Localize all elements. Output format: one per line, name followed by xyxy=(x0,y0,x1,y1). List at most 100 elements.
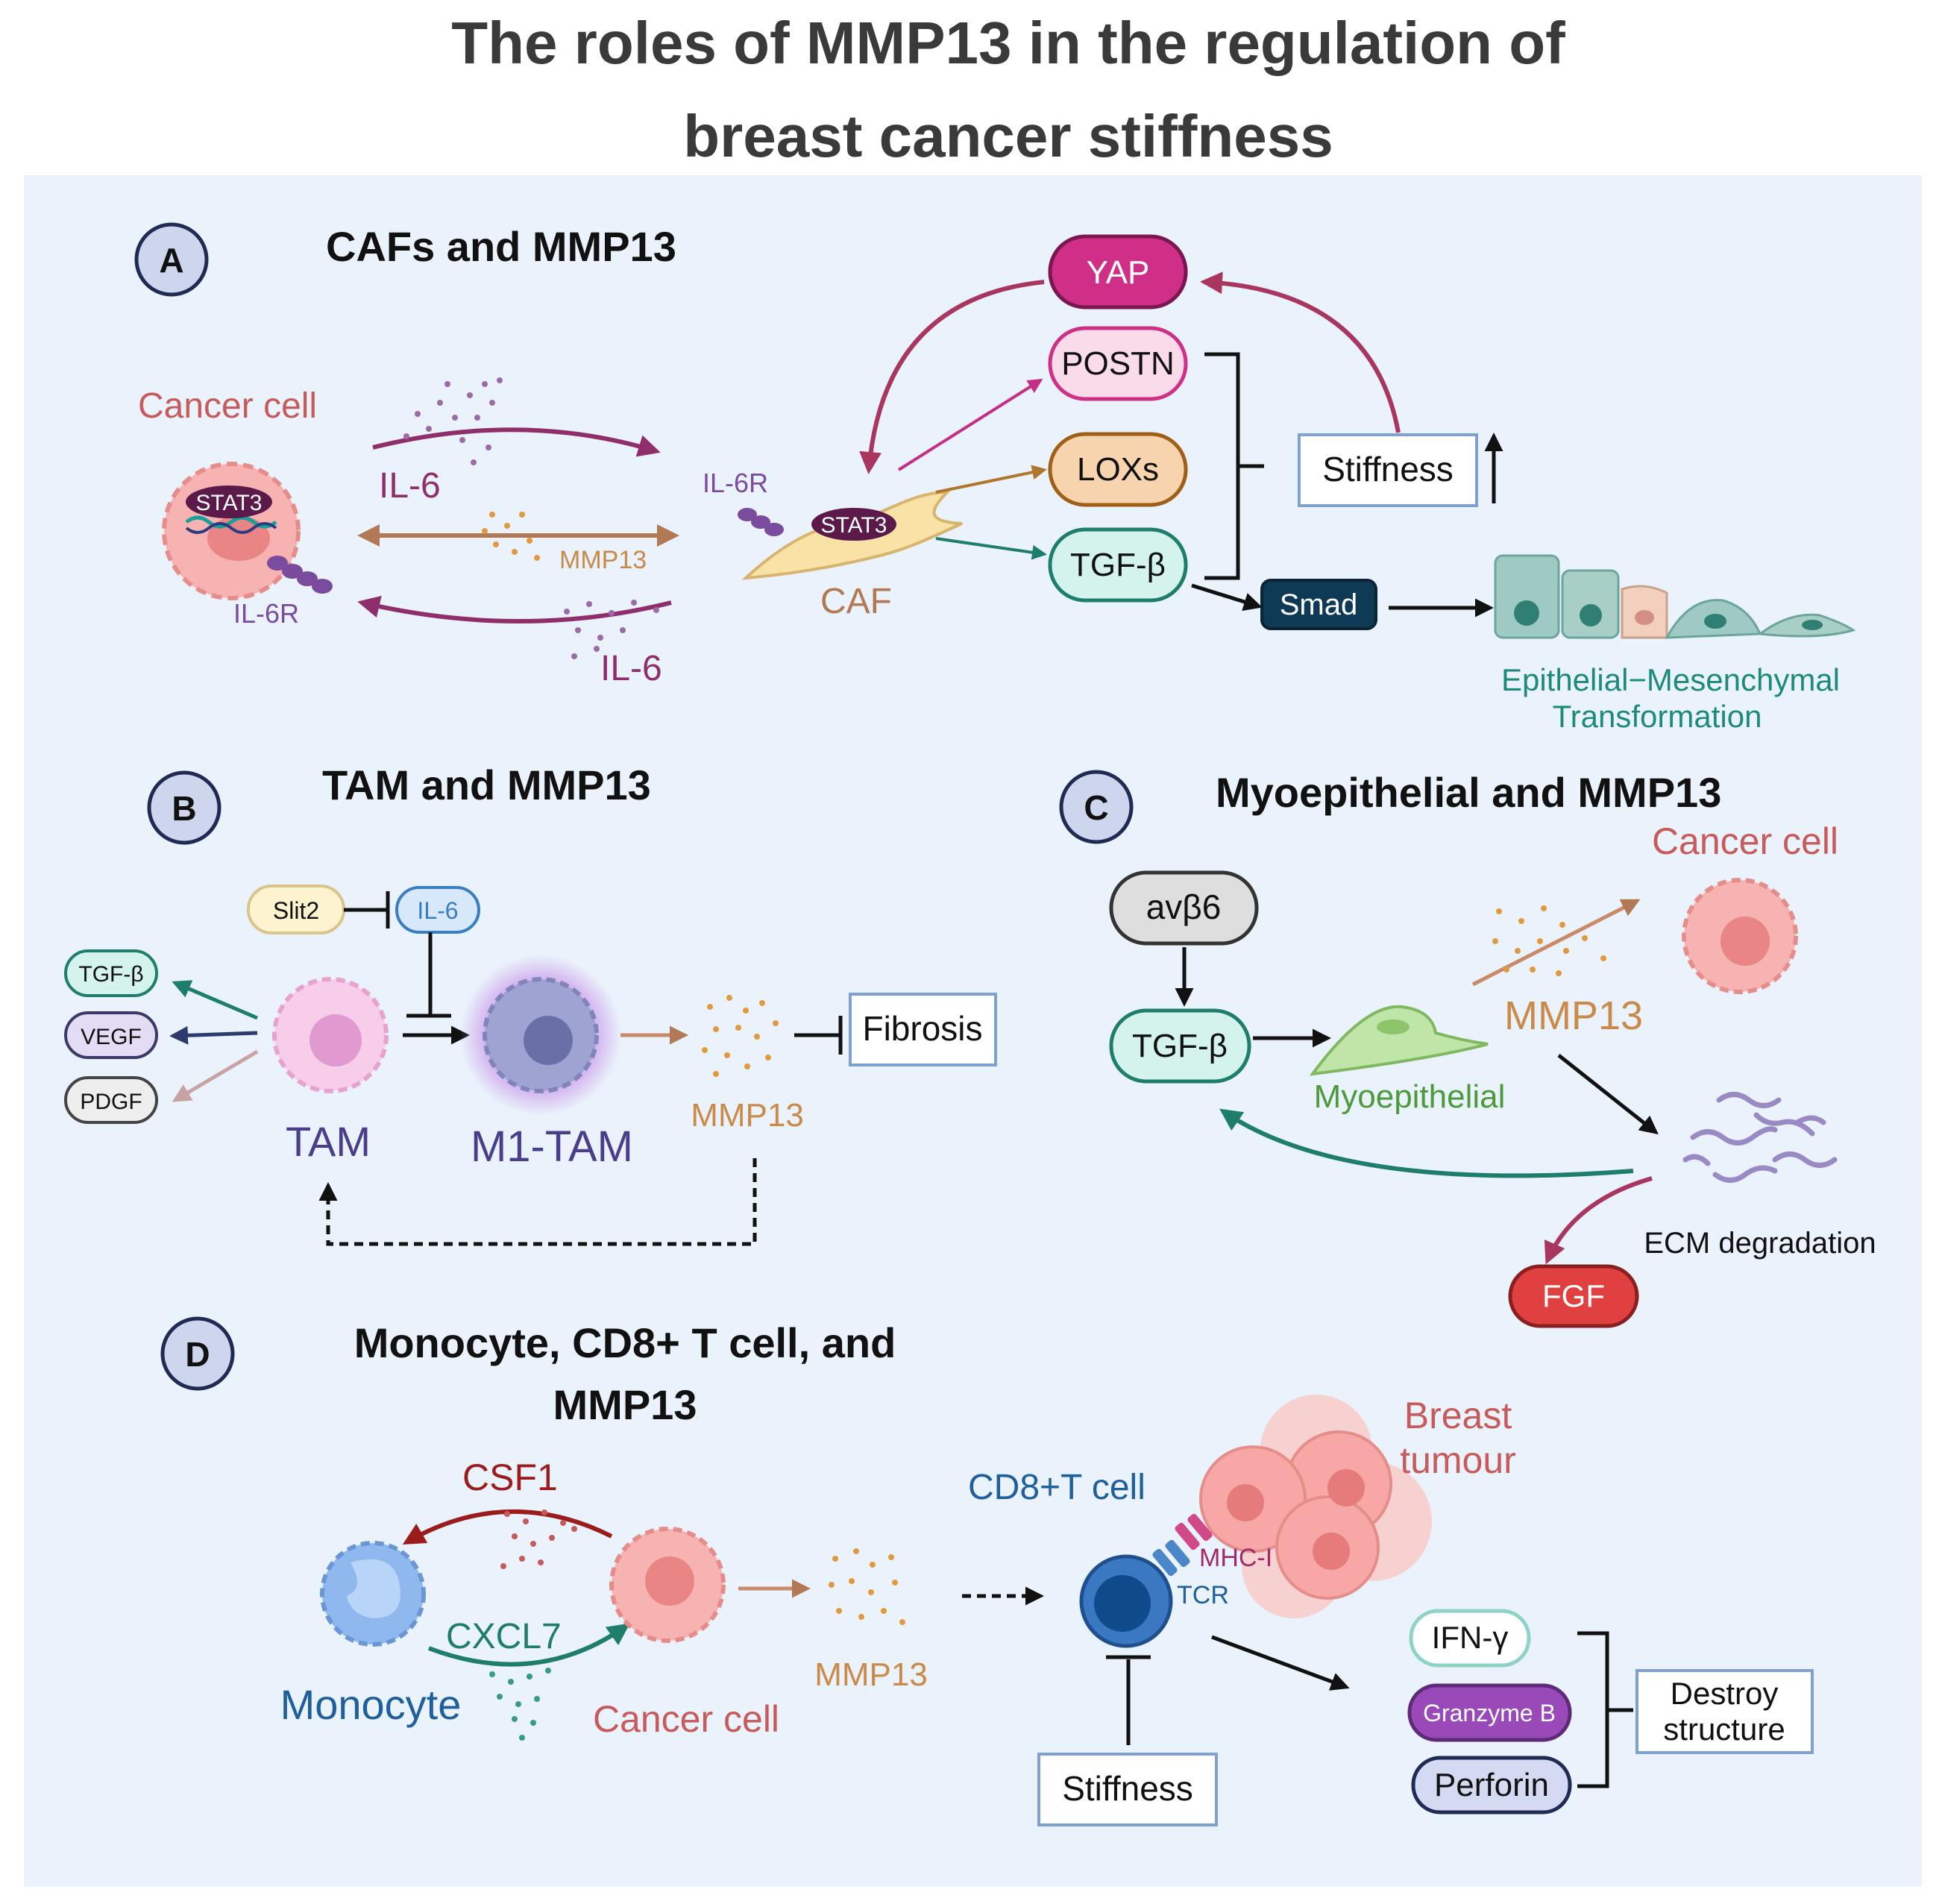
cxcl7-label: CXCL7 xyxy=(446,1617,562,1656)
mmp13-label-a: MMP13 xyxy=(559,546,647,574)
panel-d-title-line2: MMP13 xyxy=(553,1381,697,1428)
myo-to-ecm-arrow xyxy=(1557,1054,1659,1135)
badge-b-label: B xyxy=(172,789,196,828)
il6-arrow-bottom xyxy=(357,595,672,623)
vegf-label: VEGF xyxy=(81,1025,142,1049)
tgfb-label-a: TGF-β xyxy=(1070,547,1166,583)
tgfb-pill-a xyxy=(1048,527,1188,603)
postn-label: POSTN xyxy=(1061,345,1175,382)
tcr-mhc-icon xyxy=(1152,1513,1213,1577)
tgfb-label-c: TGF-β xyxy=(1132,1028,1228,1064)
badge-c xyxy=(1059,770,1134,844)
cancer-cell-label-c: Cancer cell xyxy=(1652,820,1838,862)
pdgf-pill xyxy=(64,1076,158,1124)
stiffness-inhibit-tcell xyxy=(1106,1655,1151,1745)
monocyte-nucleus xyxy=(347,1559,400,1618)
panel-a-title: CAFs and MMP13 xyxy=(326,223,676,270)
mmp13-inhibit-fibrosis xyxy=(794,1016,843,1055)
avb6-label: avβ6 xyxy=(1146,887,1222,926)
caf-label: CAF xyxy=(820,582,892,621)
postn-pill xyxy=(1048,326,1188,401)
il6-label-b: IL-6 xyxy=(417,897,458,924)
caf-to-loxs-arrow xyxy=(935,465,1047,494)
myoepithelial-cell xyxy=(1309,1005,1489,1076)
tcell-to-effectors-arrow xyxy=(1211,1635,1350,1691)
dna-helix-strand-icon xyxy=(185,522,277,534)
ecm-to-tgfb-arrow xyxy=(1219,1108,1634,1178)
yap-to-caf-arrow xyxy=(859,280,1045,474)
tgfb-pill-b xyxy=(64,949,158,997)
avb6-pill xyxy=(1109,870,1259,946)
caf-to-tgfb-arrow xyxy=(935,537,1047,560)
ifn-pill xyxy=(1409,1609,1531,1668)
il6r-receptor-icon xyxy=(267,556,333,594)
stat3-label-cancer: STAT3 xyxy=(196,491,263,515)
csf1-particles xyxy=(500,1509,577,1569)
stiffness-box-d xyxy=(1037,1753,1218,1826)
tumour-label-line1: Breast xyxy=(1404,1395,1512,1436)
stiffness-label-a: Stiffness xyxy=(1322,450,1454,488)
panel-c: C Myoepithelial and MMP13 avβ6 TGF-β Myo… xyxy=(1059,769,1876,1328)
il6-particles-bottom xyxy=(564,600,659,659)
m1tam-label: M1-TAM xyxy=(471,1122,633,1171)
stiffness-box-a xyxy=(1298,433,1478,507)
bracket-a xyxy=(1204,352,1264,580)
tgfb-label-b: TGF-β xyxy=(78,962,143,987)
destroy-label-line2: structure xyxy=(1663,1712,1785,1747)
stiffness-label-d: Stiffness xyxy=(1062,1769,1193,1808)
m1tam-nucleus xyxy=(524,1016,573,1065)
cd8-label: CD8+T cell xyxy=(968,1468,1146,1507)
il6-label-bottom: IL-6 xyxy=(600,649,662,688)
tgfb-to-smad-arrow xyxy=(1191,583,1263,611)
mmp13-particles-a xyxy=(482,512,540,561)
il6-arrow-top xyxy=(372,427,661,457)
granzyme-pill xyxy=(1407,1683,1572,1742)
badge-c-label: C xyxy=(1084,788,1108,827)
smad-label: Smad xyxy=(1280,588,1358,621)
tgfb-pill-c xyxy=(1109,1008,1251,1084)
tam-to-vegf-arrow xyxy=(169,1025,258,1045)
pdgf-label: PDGF xyxy=(80,1090,142,1114)
tam-to-tgfb-arrow xyxy=(172,980,258,1020)
il6r-receptor-caf-icon xyxy=(738,508,784,536)
panel-b-title: TAM and MMP13 xyxy=(322,761,651,808)
il6-inhibit-m1 xyxy=(406,932,451,1018)
tam-label: TAM xyxy=(286,1118,371,1165)
il6-label-top: IL-6 xyxy=(379,466,441,506)
il6r-label-caf: IL-6R xyxy=(703,468,768,498)
tumour-label-line2: tumour xyxy=(1400,1439,1516,1481)
badge-d xyxy=(160,1316,235,1391)
myo-nucleus xyxy=(1377,1019,1410,1034)
myoepithelial-label: Myoepithelial xyxy=(1314,1078,1506,1115)
slit2-inhibit-il6 xyxy=(344,891,390,929)
badge-b xyxy=(147,770,221,845)
smad-box xyxy=(1260,579,1377,630)
il6-pill-b xyxy=(395,886,480,934)
granzyme-label: Granzyme B xyxy=(1423,1700,1556,1727)
mmp13-feedback-dashed xyxy=(318,1158,757,1246)
mmp13-particles-d xyxy=(829,1548,905,1625)
panel-d-title-line1: Monocyte, CD8+ T cell, and xyxy=(354,1319,896,1366)
vegf-pill xyxy=(64,1011,158,1059)
slit2-label: Slit2 xyxy=(273,897,319,924)
yap-label: YAP xyxy=(1087,254,1150,291)
tam-nucleus xyxy=(309,1014,362,1066)
badge-a-label: A xyxy=(159,241,183,280)
ecm-label: ECM degradation xyxy=(1644,1227,1876,1260)
tcr-label: TCR xyxy=(1177,1581,1229,1609)
cxcl7-arrow xyxy=(427,1623,630,1667)
badge-d-label: D xyxy=(185,1335,210,1374)
bracket-d xyxy=(1577,1631,1633,1788)
mmp13-label-c: MMP13 xyxy=(1504,993,1643,1038)
cancer-cell-label-d: Cancer cell xyxy=(593,1698,779,1740)
panel-c-title: Myoepithelial and MMP13 xyxy=(1216,769,1721,816)
fibrosis-label: Fibrosis xyxy=(862,1009,982,1048)
emt-cells-icon xyxy=(1494,554,1856,639)
cancer-cell-label-a: Cancer cell xyxy=(138,386,317,426)
tam-to-pdgf-arrow xyxy=(172,1049,259,1102)
emt-label-line2: Transformation xyxy=(1553,699,1762,734)
cancer-nucleus-c xyxy=(1721,917,1770,966)
title-line-1: The roles of MMP13 in the regulation of xyxy=(451,10,1565,76)
perforin-pill xyxy=(1411,1756,1572,1815)
